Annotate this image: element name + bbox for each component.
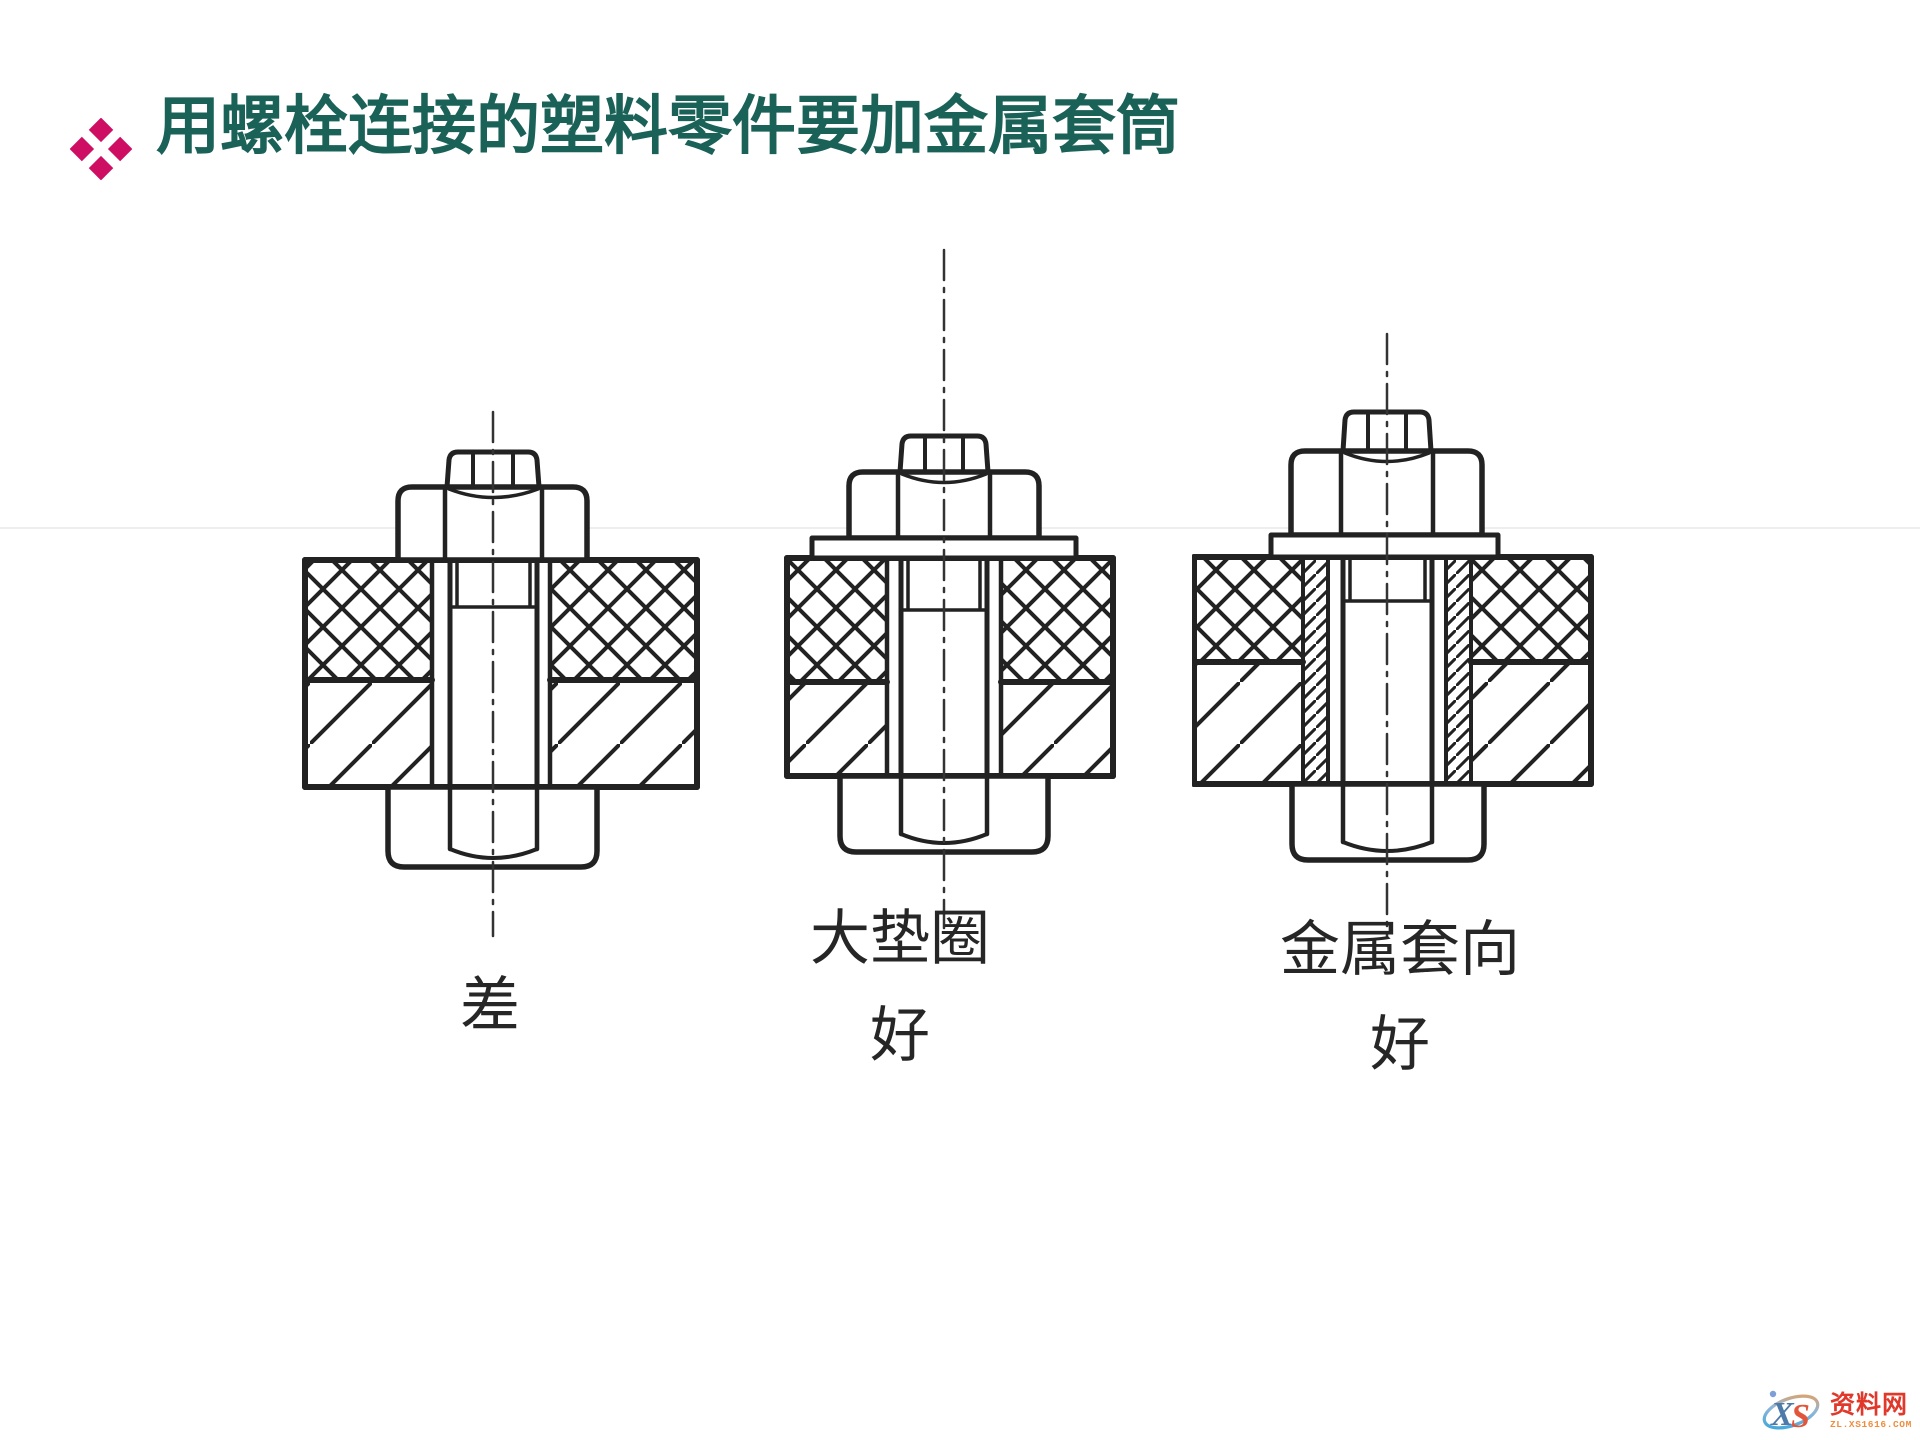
- slide-title: 用螺栓连接的塑料零件要加金属套筒: [156, 90, 1180, 162]
- caption-line: 大垫圈: [810, 906, 990, 972]
- bolt-shank: [898, 555, 990, 779]
- metal-sleeve: [1301, 555, 1473, 786]
- figure-caption-large-washer: 大垫圈 好: [740, 891, 1060, 1085]
- caption-line: 金属套向: [1280, 917, 1520, 983]
- bolt-shank: [447, 557, 540, 790]
- metal-plate-hatch: [305, 680, 697, 787]
- figure-large-washer-drawing: [784, 248, 1116, 930]
- logo-dot: [1769, 1390, 1777, 1398]
- figure-caption-poor: 差: [330, 958, 650, 1054]
- caption-line: 好: [870, 1003, 930, 1069]
- figure-bolt-no-washer-drawing: [302, 410, 700, 938]
- washer: [1268, 532, 1501, 560]
- caption-line: 差: [460, 973, 520, 1039]
- caption-line: 好: [1370, 1012, 1430, 1078]
- figure-metal-sleeve-drawing: [1192, 332, 1594, 938]
- four-diamonds-bullet-icon: [70, 118, 132, 180]
- plastic-plate-crosshatch: [305, 560, 697, 680]
- metal-plate-hatch: [787, 682, 1113, 776]
- logo-letter-s: S: [1791, 1398, 1810, 1435]
- logo-letter-x: X: [1770, 1396, 1795, 1433]
- watermark-site-url: ZL.XS1616.COM: [1830, 1419, 1912, 1430]
- plastic-plate-crosshatch: [1194, 557, 1591, 662]
- watermark-site-name: 资料网: [1830, 1391, 1909, 1419]
- bolt-shank: [1340, 554, 1435, 787]
- plastic-plate-crosshatch: [787, 558, 1113, 682]
- metal-plate-hatch: [1194, 662, 1591, 784]
- title-row: 用螺栓连接的塑料零件要加金属套筒: [70, 88, 1180, 180]
- figure-caption-metal-sleeve: 金属套向 好: [1240, 903, 1560, 1093]
- watermark: X S 资料网 ZL.XS1616.COM: [1760, 1384, 1912, 1438]
- watermark-logo-icon: X S: [1762, 1390, 1820, 1435]
